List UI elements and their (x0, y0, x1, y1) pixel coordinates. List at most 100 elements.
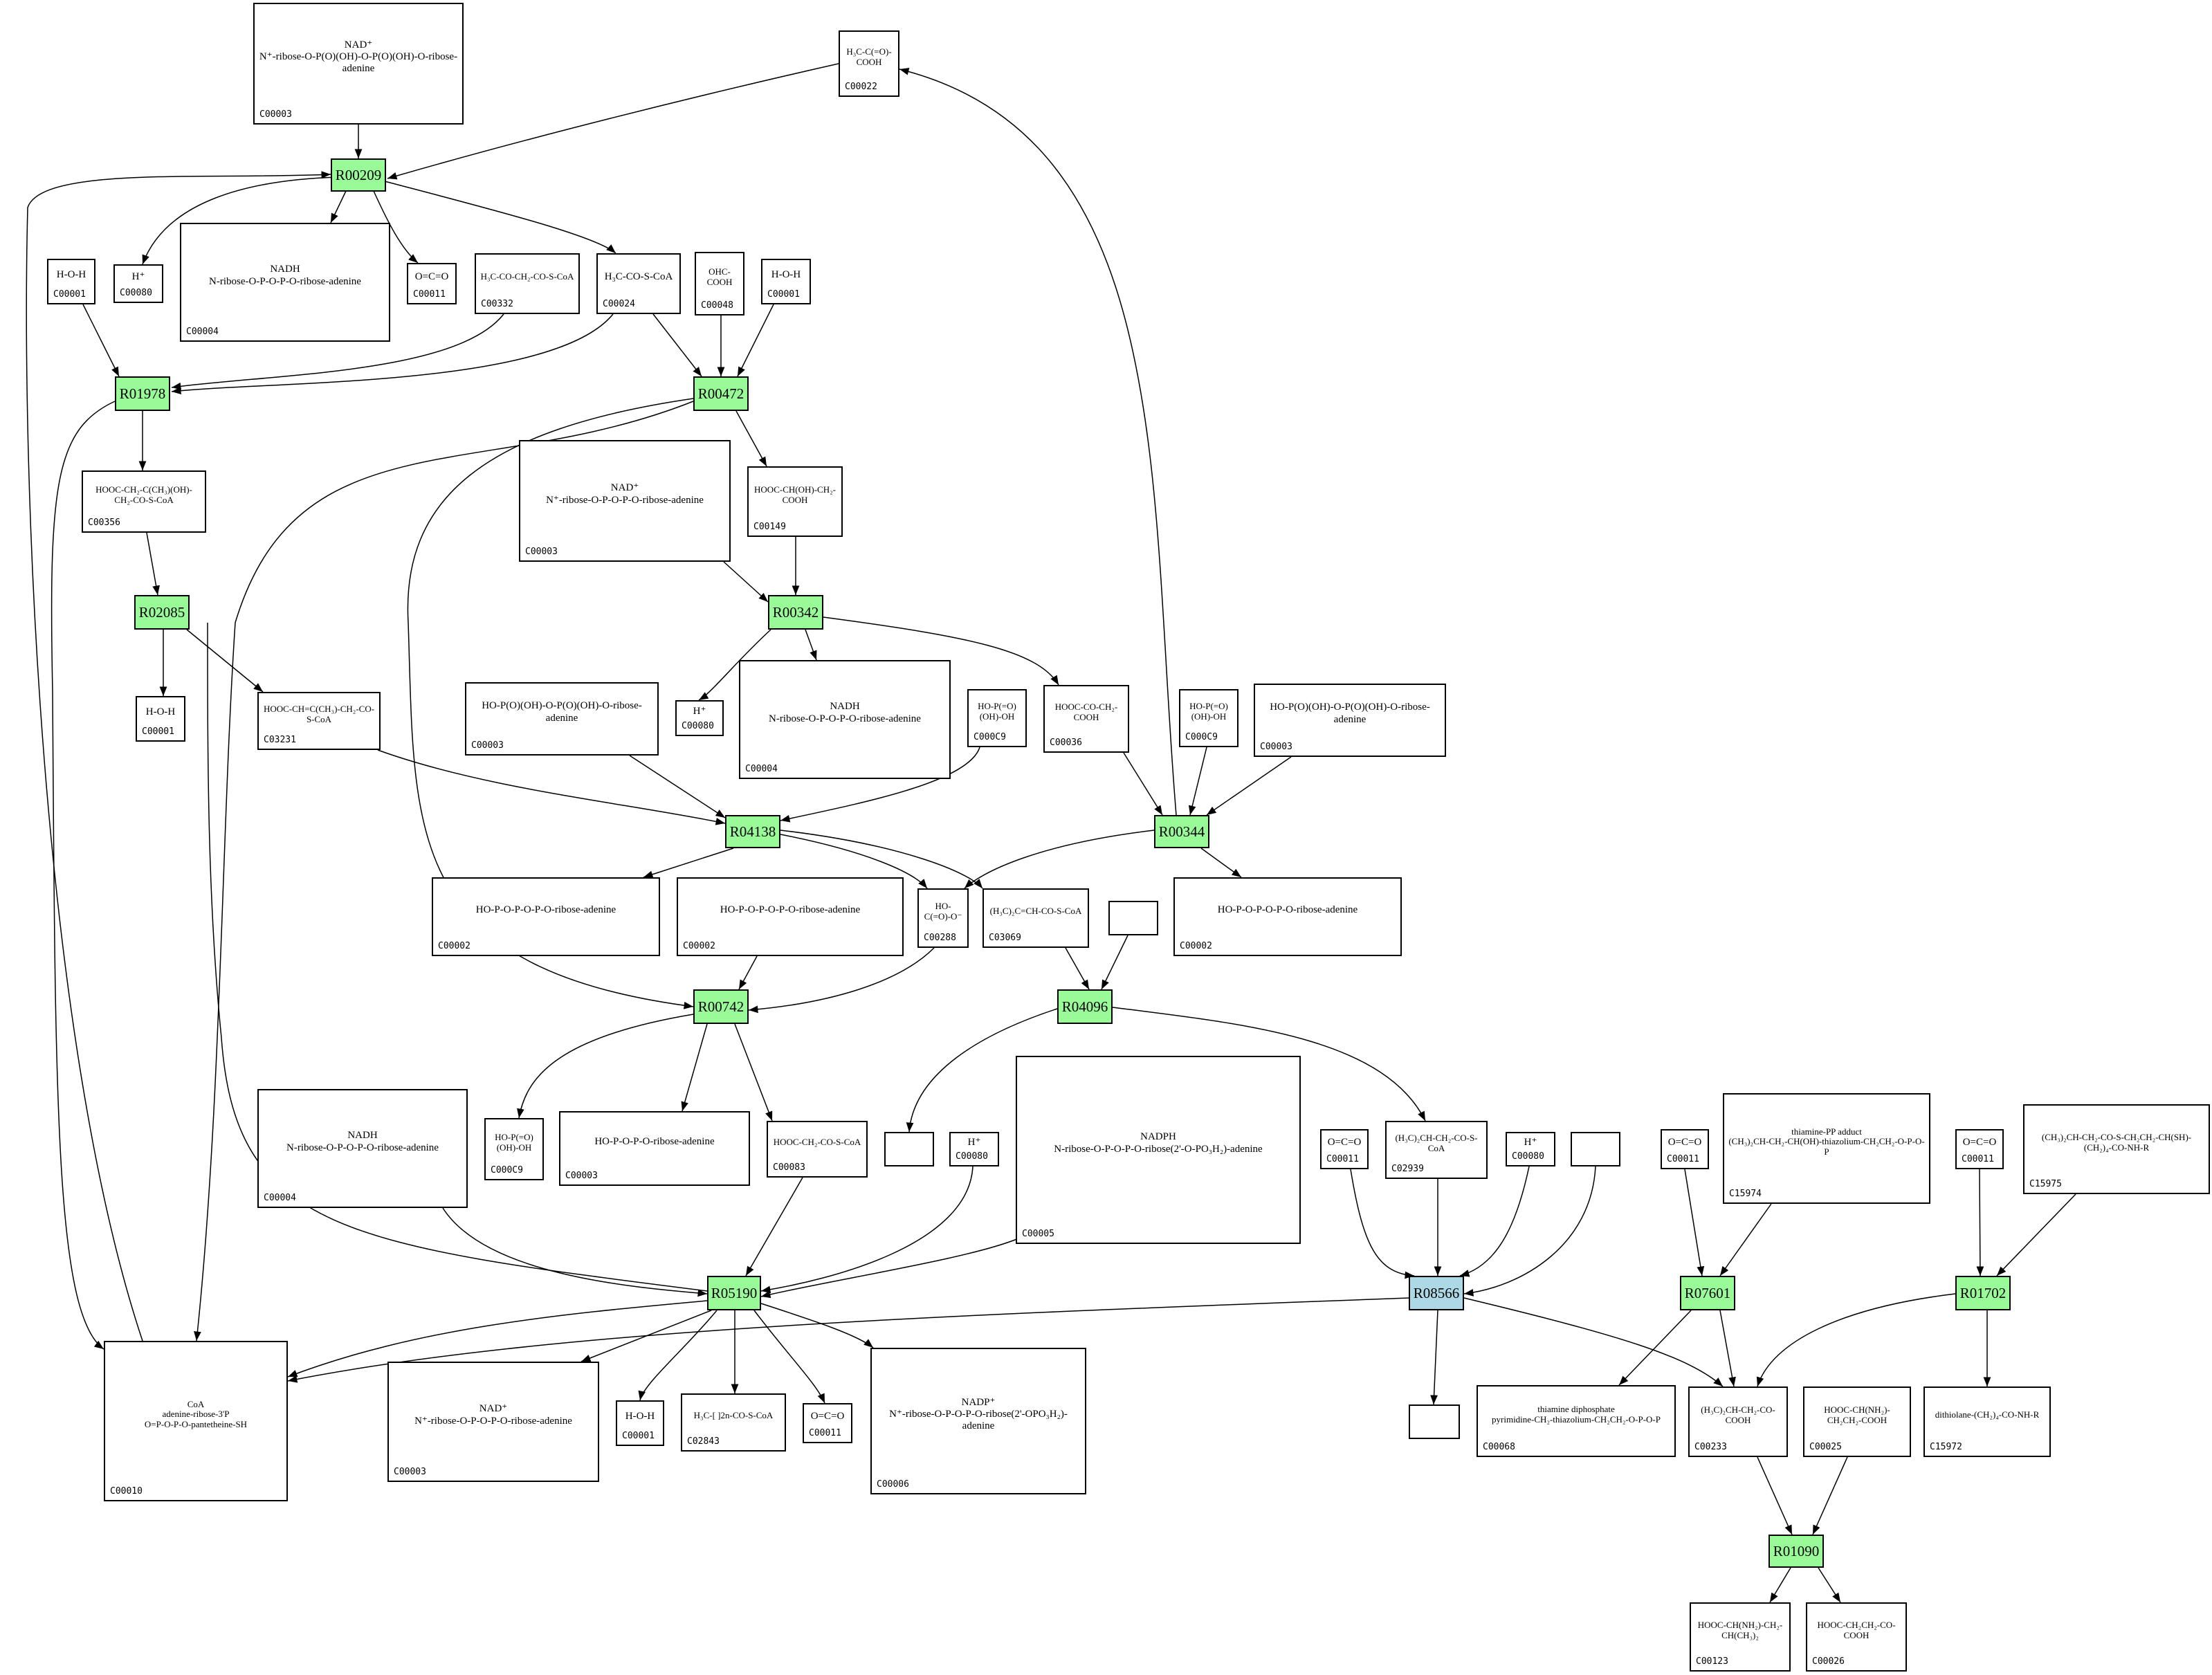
reaction-r07601[interactable]: R07601 (1680, 1276, 1735, 1310)
reaction-r02085[interactable]: R02085 (134, 595, 190, 630)
compound-c00288[interactable]: HO-C(=O)-O⁻C00288 (917, 888, 969, 948)
compound-id: C00080 (1512, 1151, 1544, 1162)
compound-c00080[interactable]: H⁺C00080 (113, 264, 163, 303)
reaction-r00209[interactable]: R00209 (331, 158, 386, 192)
reaction-r00742[interactable]: R00742 (693, 989, 749, 1024)
compound-empty[interactable] (1571, 1132, 1620, 1166)
compound-c00005[interactable]: NADPH N-ribose-O-P-O-P-O-ribose(2'-O-PO₃… (1016, 1056, 1301, 1244)
structure: NADH N-ribose-O-P-O-P-O-ribose-adenine (209, 264, 361, 287)
edge (652, 313, 702, 377)
structure: (CH₃)₂CH-CH₂-CO-S-CH₂CH₂-CH(SH)-(CH₂)₄-C… (2041, 1132, 2192, 1153)
reaction-r08566[interactable]: R08566 (1409, 1276, 1464, 1310)
reaction-r04096[interactable]: R04096 (1057, 989, 1113, 1024)
reaction-r05190[interactable]: R05190 (707, 1276, 761, 1310)
compound-empty[interactable] (1409, 1404, 1460, 1439)
compound-id: C03231 (264, 735, 296, 745)
compound-c00068[interactable]: thiamine diphosphate pyrimidine-CH₂-thia… (1477, 1385, 1676, 1457)
structure: (H₃C)₂CH-CH₂-CO-S-CoA (1395, 1133, 1478, 1153)
edge (698, 629, 771, 701)
edge (1756, 1293, 1956, 1387)
edge (735, 410, 767, 467)
compound-c00080[interactable]: H⁺C00080 (675, 700, 724, 736)
compound-c15975[interactable]: (CH₃)₂CH-CH₂-CO-S-CH₂CH₂-CH(SH)-(CH₂)₄-C… (2023, 1104, 2210, 1194)
edge (1101, 935, 1128, 990)
edge (723, 561, 769, 603)
edge (1996, 1193, 2076, 1276)
edge (384, 181, 616, 254)
edge (899, 68, 1177, 816)
reaction-r00472[interactable]: R00472 (693, 376, 749, 411)
compound-id: C00002 (1180, 941, 1212, 951)
edge (1463, 1297, 1724, 1387)
compound-id: C00002 (438, 941, 470, 951)
reaction-r01702[interactable]: R01702 (1955, 1276, 2011, 1310)
reaction-r00342[interactable]: R00342 (768, 595, 823, 630)
structure: HOOC-CH(NH₂)-CH₂-CH(CH₃)₂ (1697, 1620, 1783, 1640)
compound-c00003[interactable]: NAD⁺ N⁺-ribose-O-P(O)(OH)-O-P(O)(OH)-O-r… (253, 3, 464, 125)
compound-c00010[interactable]: CoA adenine-ribose-3'P O=P-O-P-O-panteth… (104, 1341, 288, 1501)
reaction-r01090[interactable]: R01090 (1768, 1535, 1824, 1568)
compound-c00080[interactable]: H⁺C00080 (1506, 1132, 1555, 1166)
structure: HO-P(=O)(OH)-OH (978, 701, 1016, 722)
edge (1769, 1567, 1791, 1603)
reaction-r04138[interactable]: R04138 (725, 815, 780, 848)
structure: HO-P-O-P-O-P-O-ribose-adenine (720, 904, 861, 915)
compound-empty[interactable] (884, 1132, 934, 1166)
reaction-r00344[interactable]: R00344 (1154, 815, 1209, 848)
compound-c00006[interactable]: NADP⁺ N⁺-ribose-O-P-O-P-O-ribose(2'-OPO₃… (870, 1348, 1086, 1494)
compound-c00080[interactable]: H⁺C00080 (949, 1132, 999, 1166)
compound-id: C00233 (1694, 1442, 1727, 1452)
structure: thiamine diphosphate pyrimidine-CH₂-thia… (1492, 1404, 1661, 1425)
compound-c15974[interactable]: thiamine-PP adduct (CH₃)₂CH-CH₂-CH(OH)-t… (1723, 1093, 1930, 1204)
edge (1719, 1203, 1772, 1276)
compound-empty[interactable] (1108, 901, 1158, 935)
compound-id: C03069 (989, 933, 1021, 943)
compound-id: C00036 (1050, 738, 1082, 748)
edge (186, 629, 264, 693)
edge (780, 834, 928, 889)
structure: HO-P-O-P-O-ribose-adenine (594, 1135, 715, 1147)
edge (442, 1207, 708, 1297)
reaction-r01978[interactable]: R01978 (115, 376, 170, 411)
